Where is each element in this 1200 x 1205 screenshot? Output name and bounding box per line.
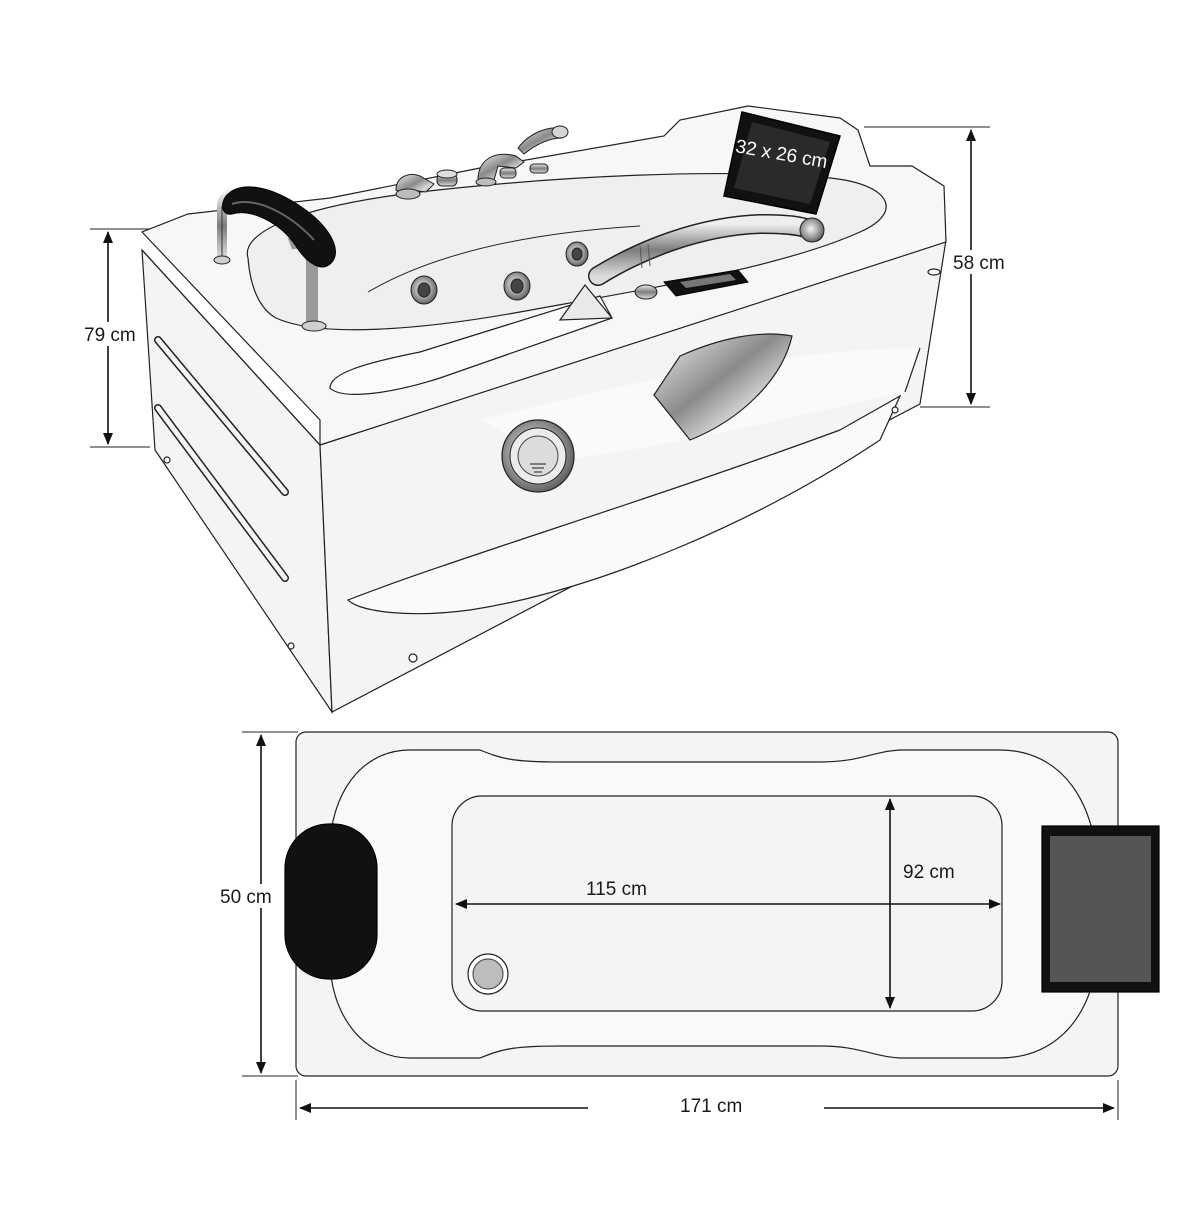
headrest-icon <box>213 186 336 332</box>
dim-height-inner: 58 cm <box>864 126 1014 408</box>
dim-width-outer-label: 50 cm <box>220 887 272 908</box>
headrest-top <box>284 823 378 980</box>
screen-icon: 32 x 26 cm <box>723 111 841 215</box>
control-panel <box>663 269 749 297</box>
dim-basin-width: 92 cm <box>885 798 955 1009</box>
dim-length-outer-label: 171 cm <box>680 1096 742 1117</box>
shower-head-icon <box>517 125 569 155</box>
dim-height-inner-label: 58 cm <box>953 253 1005 274</box>
dim-height-outer: 79 cm <box>80 228 150 448</box>
front-control-button <box>501 419 575 493</box>
jet-icon <box>410 241 658 305</box>
dim-basin-length-label: 115 cm <box>586 879 647 900</box>
dim-basin-length: 115 cm <box>455 879 1001 909</box>
chrome-handrail <box>588 213 825 286</box>
dim-height-outer-label: 79 cm <box>84 325 136 346</box>
dim-length-outer: 171 cm <box>295 1080 1119 1120</box>
drain-icon <box>467 953 509 995</box>
dim-basin-width-label: 92 cm <box>903 862 955 883</box>
tub-front-lip <box>329 295 613 395</box>
faucet-icon <box>395 153 549 200</box>
front-window <box>653 333 793 441</box>
dim-width-outer: 50 cm <box>216 731 298 1077</box>
